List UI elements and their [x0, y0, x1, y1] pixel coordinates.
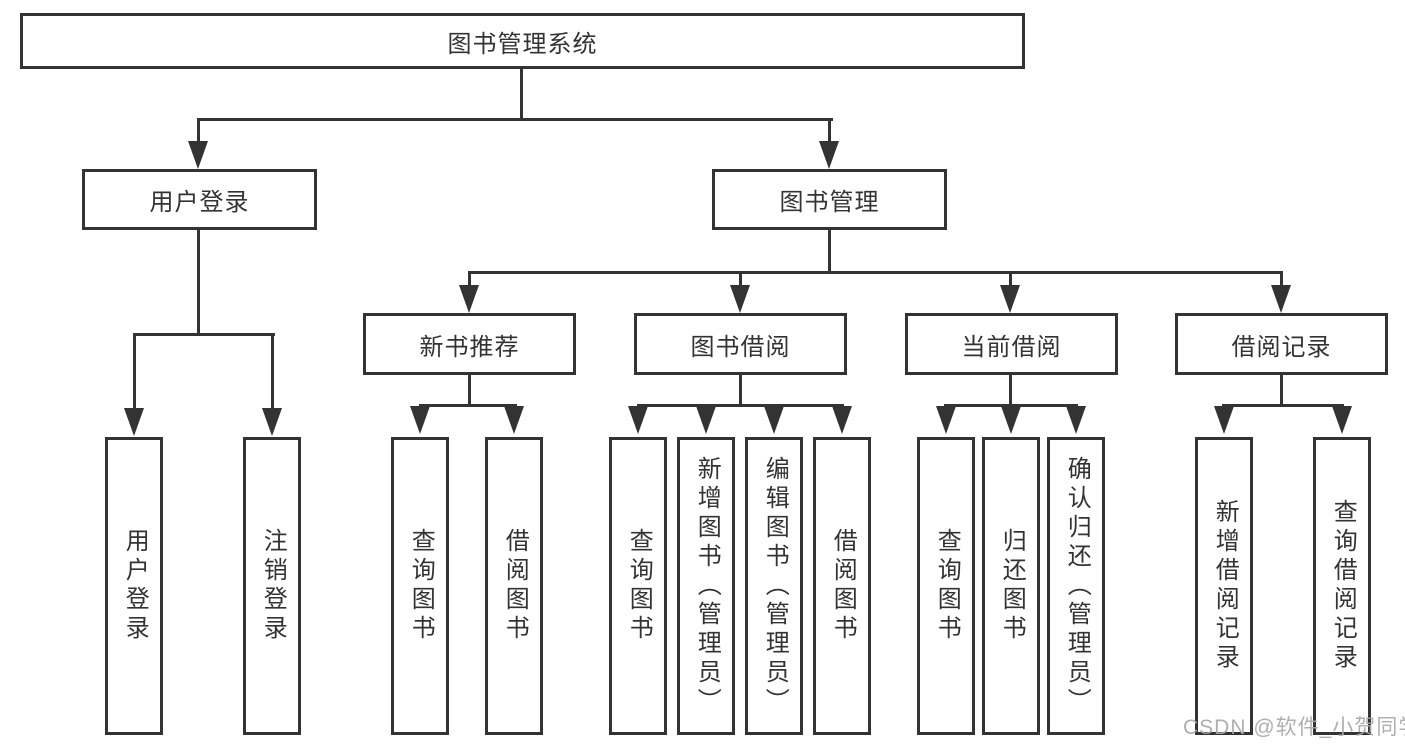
node-new-book-recommend: 新书推荐: [363, 313, 576, 375]
node-label: 注销登录: [259, 528, 287, 644]
node-label: 查询借阅记录: [1329, 499, 1357, 673]
connector-line: [739, 375, 742, 406]
node-label: 编辑图书（管理员）: [761, 455, 789, 717]
leaf-add-books-admin: 新增图书（管理员）: [677, 437, 735, 735]
arrow-down-icon: [819, 141, 839, 169]
connector-line: [197, 118, 200, 146]
leaf-logout: 注销登录: [243, 437, 301, 735]
arrow-down-icon: [628, 406, 648, 434]
node-label: 新增图书（管理员）: [693, 455, 721, 717]
leaf-user-login: 用户登录: [105, 437, 163, 735]
leaf-return-books: 归还图书: [982, 437, 1040, 735]
arrow-down-icon: [1066, 406, 1086, 434]
leaf-query-borrow-record: 查询借阅记录: [1313, 437, 1371, 735]
connector-line: [944, 404, 1078, 407]
leaf-query-books: 查询图书: [917, 437, 975, 735]
node-label: 图书管理系统: [447, 30, 598, 58]
node-label: 用户登录: [149, 189, 250, 216]
connector-line: [419, 404, 517, 407]
connector-line: [1222, 404, 1344, 407]
connector-line: [828, 118, 831, 146]
node-user-login: 用户登录: [82, 169, 317, 230]
arrow-down-icon: [1001, 406, 1021, 434]
node-label: 查询图书: [933, 528, 961, 644]
arrow-down-icon: [936, 406, 956, 434]
node-label: 用户登录: [121, 528, 149, 644]
connector-line: [520, 69, 523, 120]
connector-line: [468, 375, 471, 406]
arrow-down-icon: [1271, 285, 1291, 313]
connector-line: [197, 230, 200, 335]
node-label: 新书推荐: [419, 333, 520, 361]
arrow-down-icon: [188, 141, 208, 169]
connector-line: [133, 333, 275, 336]
leaf-add-borrow-record: 新增借阅记录: [1195, 437, 1253, 735]
leaf-borrow-books: 借阅图书: [485, 437, 543, 735]
arrow-down-icon: [459, 285, 479, 313]
arrow-down-icon: [696, 406, 716, 434]
arrow-down-icon: [124, 408, 144, 436]
connector-line: [828, 230, 831, 273]
connector-line: [1009, 375, 1012, 406]
node-book-management: 图书管理: [712, 169, 947, 230]
connector-line: [133, 333, 136, 411]
node-book-borrow: 图书借阅: [634, 313, 847, 375]
arrow-down-icon: [832, 406, 852, 434]
connector-line: [271, 333, 274, 411]
leaf-query-books: 查询图书: [609, 437, 667, 735]
arrow-down-icon: [504, 406, 524, 434]
arrow-down-icon: [410, 406, 430, 434]
node-borrow-records: 借阅记录: [1175, 313, 1388, 375]
connector-line: [197, 118, 833, 121]
leaf-edit-books-admin: 编辑图书（管理员）: [745, 437, 803, 735]
node-label: 当前借阅: [961, 333, 1062, 361]
node-label: 图书借阅: [690, 333, 791, 361]
connector-line: [1280, 271, 1283, 289]
arrow-down-icon: [1332, 406, 1352, 434]
leaf-borrow-books: 借阅图书: [813, 437, 871, 735]
connector-line: [468, 271, 471, 289]
arrow-down-icon: [730, 285, 750, 313]
node-label: 借阅记录: [1231, 333, 1332, 361]
node-label: 确认归还（管理员）: [1063, 455, 1091, 717]
leaf-confirm-return-admin: 确认归还（管理员）: [1047, 437, 1105, 735]
node-label: 借阅图书: [829, 528, 857, 644]
arrow-down-icon: [1000, 285, 1020, 313]
node-library-management-system: 图书管理系统: [20, 13, 1025, 69]
connector-line: [739, 271, 742, 289]
node-label: 查询图书: [407, 528, 435, 644]
node-label: 查询图书: [625, 528, 653, 644]
node-current-borrow: 当前借阅: [905, 313, 1118, 375]
arrow-down-icon: [764, 406, 784, 434]
arrow-down-icon: [262, 408, 282, 436]
node-label: 图书管理: [779, 189, 880, 216]
arrow-down-icon: [1214, 406, 1234, 434]
connector-line: [1009, 271, 1012, 289]
leaf-query-books: 查询图书: [391, 437, 449, 735]
connector-line: [1280, 375, 1283, 406]
node-label: 归还图书: [998, 528, 1026, 644]
csdn-watermark: CSDN @软件_小贺同学: [1183, 716, 1405, 739]
node-label: 借阅图书: [501, 528, 529, 644]
node-label: 新增借阅记录: [1211, 499, 1239, 673]
connector-line: [637, 404, 844, 407]
connector-line: [468, 271, 1283, 274]
